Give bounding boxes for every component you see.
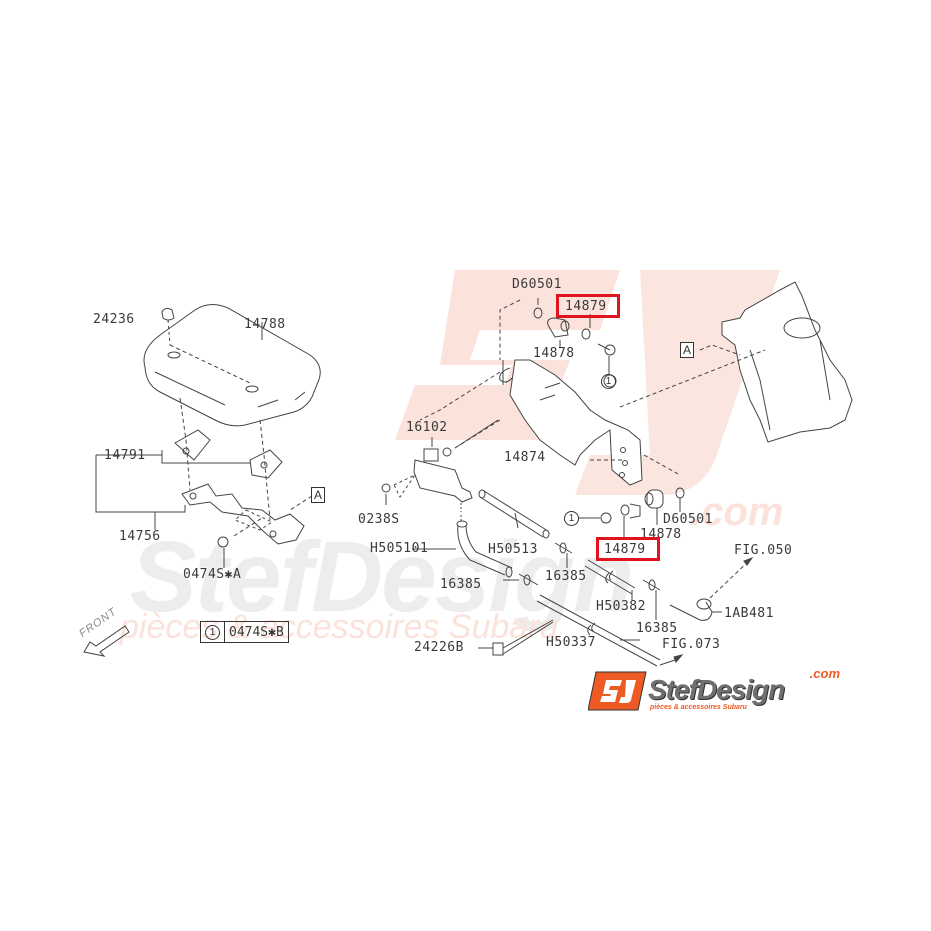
part-label-h50337[interactable]: H50337 [546, 635, 596, 650]
part-label-24236[interactable]: 24236 [93, 312, 135, 327]
figure-ref-050[interactable]: FIG.050 [734, 543, 793, 558]
part-label-d60501-bottom[interactable]: D60501 [663, 512, 713, 527]
part-label-d60501-top[interactable]: D60501 [512, 277, 562, 292]
part-label-14879-bottom[interactable]: 14879 [604, 542, 646, 557]
stefdesign-logo: StefDesign .com pièces & accessoires Sub… [588, 666, 850, 716]
part-label-14878-top[interactable]: 14878 [533, 346, 575, 361]
part-label-14874[interactable]: 14874 [504, 450, 546, 465]
logo-tagline: pièces & accessoires Subaru [650, 704, 747, 711]
part-label-16102[interactable]: 16102 [406, 420, 448, 435]
sd-badge-icon [588, 671, 647, 711]
part-label-14879-top[interactable]: 14879 [565, 299, 607, 314]
highlight-box-14879-bottom [596, 537, 660, 561]
part-label-h505101[interactable]: H505101 [370, 541, 429, 556]
watermark-com: .com [690, 490, 784, 534]
circled-ref-1-bottom: 1 [564, 511, 579, 526]
circled-ref-1-top: 1 [601, 374, 616, 389]
highlight-box-14879-top [556, 294, 620, 318]
legend-part-cell: 0474S✱B [224, 622, 288, 642]
watermark-tagline: pièces & accessoires Subaru [120, 608, 559, 646]
part-label-16385-b[interactable]: 16385 [440, 577, 482, 592]
logo-com: .com [809, 666, 840, 681]
ref-marker-a-left: A [311, 487, 326, 503]
part-label-24226b[interactable]: 24226B [414, 640, 464, 655]
part-label-0238S[interactable]: 0238S [358, 512, 400, 527]
legend-symbol-cell: 1 [201, 622, 224, 642]
logo-wordmark: StefDesign [648, 674, 785, 705]
part-label-14756[interactable]: 14756 [119, 529, 161, 544]
part-label-1ab481[interactable]: 1AB481 [724, 606, 774, 621]
part-label-h50513[interactable]: H50513 [488, 542, 538, 557]
part-label-0474SA[interactable]: 0474S✱A [183, 567, 242, 582]
ref-marker-a-right: A [680, 342, 695, 358]
watermark-brand: StefDesign [130, 521, 634, 633]
part-label-14788[interactable]: 14788 [244, 317, 286, 332]
part-label-16385-a[interactable]: 16385 [545, 569, 587, 584]
part-label-h50382[interactable]: H50382 [596, 599, 646, 614]
part-label-16385-c[interactable]: 16385 [636, 621, 678, 636]
part-label-14791[interactable]: 14791 [104, 448, 146, 463]
figure-ref-073[interactable]: FIG.073 [662, 637, 721, 652]
fastener-legend: 1 0474S✱B [200, 621, 289, 643]
legend-circled-1: 1 [205, 624, 220, 640]
